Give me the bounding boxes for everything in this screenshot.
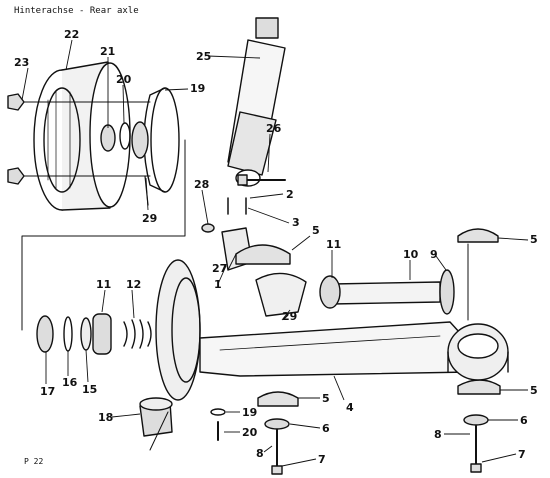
callout-25: 26: [266, 122, 282, 135]
callout-8-mid: 8: [256, 447, 264, 460]
washer-6-mid: [264, 418, 290, 430]
washer-6-right: [463, 414, 489, 426]
rubber-buffer-top: [235, 244, 291, 265]
ring-14: [63, 316, 73, 352]
rubber-buffer-lower: [457, 379, 501, 395]
callout-16: 18: [98, 411, 113, 424]
callout-18: 20: [242, 426, 258, 439]
bearing-21: [100, 124, 116, 152]
callout-2: 2: [286, 188, 294, 201]
wheel-nut-top: [7, 93, 25, 111]
callout-27: 28: [194, 178, 209, 191]
callout-24: 25: [196, 50, 211, 63]
bracket-16: [139, 397, 173, 437]
callout-6-right: 6: [520, 414, 528, 427]
callout-8-right: 8: [434, 428, 442, 441]
page-code: P 22: [24, 457, 44, 466]
callout-19: 19: [190, 82, 205, 95]
bearing-11: [92, 313, 112, 355]
callout-23: 23: [14, 56, 29, 69]
brake-backing-plate: [155, 259, 201, 401]
callout-5-top: 5: [312, 224, 320, 237]
trailing-arm: [199, 321, 509, 381]
callout-4: 4: [346, 401, 354, 414]
callout-labels: 23 22 21 20 19 29 25 26 2 3 28 5 11 10 9…: [14, 28, 538, 466]
diagram-title: Hinterachse - Rear axle: [14, 6, 139, 16]
callout-22: 22: [64, 28, 79, 41]
callout-12: 12: [126, 278, 141, 291]
callout-20: 20: [116, 73, 132, 86]
callout-11-right: 11: [326, 238, 341, 251]
callout-3: 3: [292, 216, 300, 229]
callout-28: 29: [142, 212, 157, 225]
callout-15: 17: [40, 385, 55, 398]
washer-20: [119, 122, 131, 150]
wheel-nut-bottom: [7, 167, 25, 185]
callout-29: 29: [282, 310, 297, 323]
callout-5-right: 5: [530, 233, 538, 246]
callout-5-low: 5: [530, 384, 538, 397]
rubber-buffer-low-mid: [257, 391, 299, 407]
callout-17: 19: [242, 406, 257, 419]
callout-14: 16: [62, 376, 78, 389]
callout-10: 10: [403, 248, 419, 261]
callout-9: 9: [430, 248, 438, 261]
callout-6-mid: 6: [322, 422, 330, 435]
wheel-hub: [131, 87, 180, 193]
callout-7-mid: 7: [318, 453, 326, 466]
callout-1: 1: [214, 278, 222, 291]
callout-5-mid: 5: [322, 392, 330, 405]
callout-26: 27: [212, 262, 227, 275]
callout-21: 21: [100, 45, 115, 58]
callout-11-left: 11: [96, 278, 111, 291]
spacer-13: [80, 317, 92, 351]
rubber-buffer-right: [457, 228, 499, 243]
callout-7-right: 7: [518, 448, 526, 461]
shock-absorber: [227, 17, 286, 187]
oil-seal-15: [36, 315, 54, 353]
axle-shaft: [319, 269, 455, 315]
callout-13: 15: [82, 383, 97, 396]
spring-12: [123, 319, 152, 349]
